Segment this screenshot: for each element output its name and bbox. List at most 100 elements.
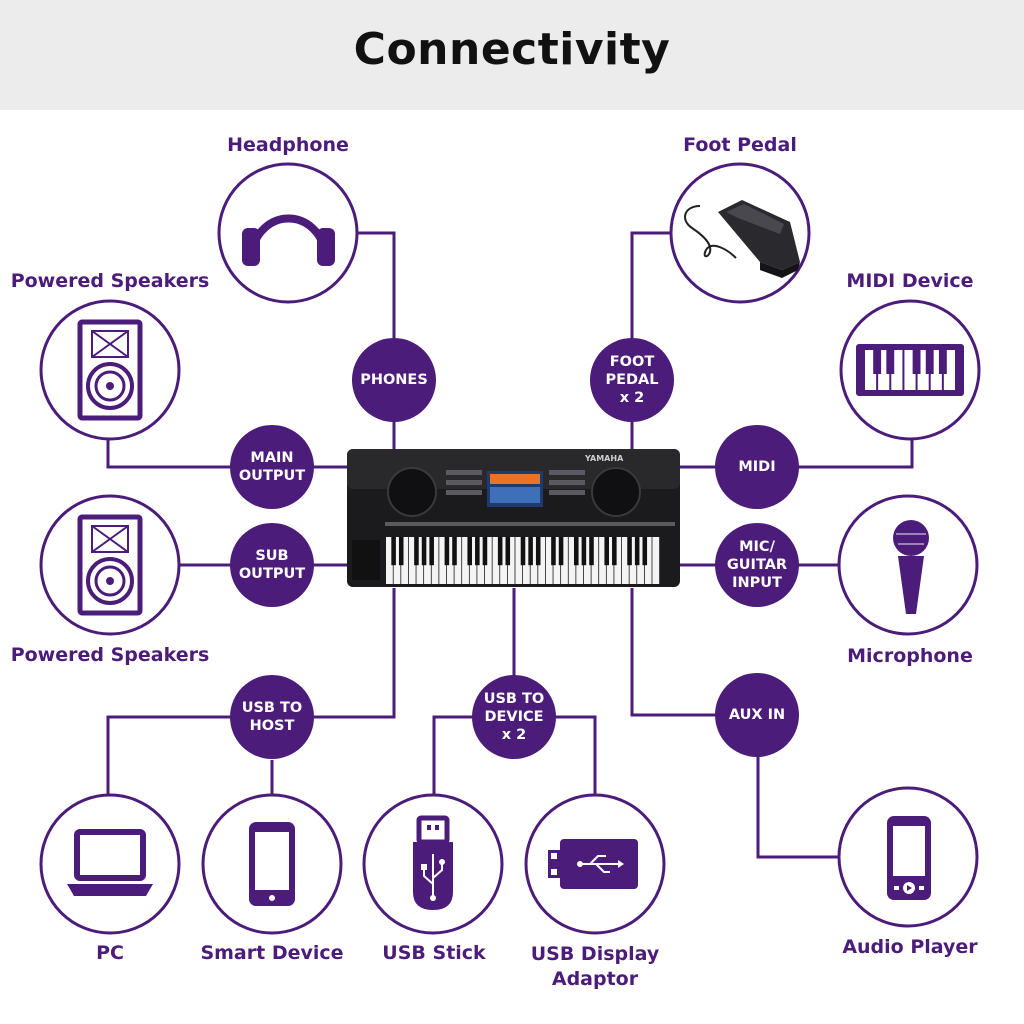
label-usb-stick: USB Stick — [382, 942, 486, 964]
black-key — [444, 537, 450, 566]
label-pc: PC — [96, 942, 124, 964]
white-key — [561, 537, 568, 584]
laptop-icon — [67, 829, 153, 896]
white-key — [515, 537, 523, 584]
white-key — [446, 537, 454, 584]
label-smart-device: Smart Device — [200, 942, 344, 964]
black-key — [398, 537, 404, 566]
black-key — [528, 537, 533, 566]
white-key — [568, 537, 576, 584]
midi-white-key — [930, 350, 942, 390]
white-key — [393, 537, 401, 584]
keyboard-instrument: YAMAHA — [347, 449, 680, 587]
microphone-icon — [893, 520, 929, 614]
white-key — [538, 537, 546, 584]
black-key — [535, 537, 541, 566]
midi-black-key — [912, 350, 921, 374]
white-key — [637, 537, 644, 584]
midi-white-key — [943, 350, 955, 390]
midi-white-key — [865, 350, 877, 390]
label-midi-device: MIDI Device — [846, 270, 974, 292]
speaker-icon-top — [77, 319, 143, 421]
white-key — [545, 537, 553, 584]
black-key — [558, 537, 564, 566]
black-key — [581, 537, 587, 566]
label-audio-player: Audio Player — [842, 936, 978, 958]
black-key — [634, 537, 640, 566]
label-usb-display-adaptor: USB Display Adaptor — [530, 943, 660, 990]
midi-keyboard-icon — [856, 344, 964, 396]
midi-black-key — [925, 350, 934, 374]
midi-black-key — [873, 350, 882, 374]
white-key — [507, 537, 515, 584]
white-key — [500, 537, 507, 584]
midi-black-key — [938, 350, 947, 374]
audio-player-icon — [887, 816, 931, 900]
white-key — [614, 537, 622, 584]
port-midi: MIDI — [738, 459, 776, 475]
port-circles — [230, 338, 799, 759]
black-key — [551, 537, 556, 566]
white-key — [644, 537, 652, 584]
label-microphone: Microphone — [847, 645, 973, 667]
white-key — [652, 537, 660, 584]
black-key — [475, 537, 480, 566]
midi-black-key — [886, 350, 895, 374]
black-key — [482, 537, 488, 566]
port-foot-pedal: FOOT PEDAL x 2 — [605, 354, 659, 406]
black-key — [604, 537, 610, 566]
speaker-icon-bottom — [77, 514, 143, 616]
keyboard-brand: YAMAHA — [584, 454, 624, 463]
port-usb-to-host: USB TO HOST — [241, 700, 303, 734]
black-key — [452, 537, 457, 566]
label-powered-speakers-top: Powered Speakers — [10, 270, 210, 292]
foot-pedal-icon — [684, 200, 800, 278]
black-key — [612, 537, 617, 566]
port-usb-to-device: USB TO DEVICE x 2 — [483, 691, 545, 743]
white-key — [416, 537, 424, 584]
page-title: Connectivity — [353, 24, 671, 75]
usb-stick-icon — [413, 815, 453, 910]
white-key — [477, 537, 485, 584]
white-key — [591, 537, 599, 584]
white-key — [629, 537, 637, 584]
white-key — [583, 537, 591, 584]
white-key — [621, 537, 629, 584]
midi-white-key — [878, 350, 890, 390]
black-key — [642, 537, 648, 566]
white-key — [454, 537, 462, 584]
usb-display-adaptor-icon — [548, 839, 638, 889]
white-key — [492, 537, 500, 584]
left-speaker-grille — [387, 467, 437, 517]
white-key — [439, 537, 447, 584]
white-key — [386, 537, 393, 584]
white-key — [599, 537, 606, 584]
black-keys — [391, 537, 648, 566]
white-key — [401, 537, 409, 584]
white-key — [576, 537, 584, 584]
port-aux-in: AUX IN — [728, 707, 786, 723]
port-sub-output: SUB OUTPUT — [238, 548, 306, 582]
white-key — [462, 537, 469, 584]
black-key — [505, 537, 511, 566]
smartphone-icon — [249, 822, 295, 906]
port-mic-guitar-input: MIC/ GUITAR INPUT — [726, 539, 788, 591]
black-key — [497, 537, 503, 566]
port-phones: PHONES — [360, 372, 428, 388]
black-key — [421, 537, 427, 566]
white-key — [484, 537, 492, 584]
white-key — [530, 537, 538, 584]
port-main-output: MAIN OUTPUT — [238, 450, 306, 484]
white-keys — [386, 537, 660, 584]
header-bar — [0, 0, 1024, 110]
midi-white-key — [891, 350, 903, 390]
white-key — [606, 537, 614, 584]
label-foot-pedal: Foot Pedal — [683, 134, 797, 156]
black-key — [573, 537, 579, 566]
white-key — [408, 537, 416, 584]
white-key — [523, 537, 530, 584]
black-key — [589, 537, 594, 566]
headphone-icon — [242, 214, 335, 266]
black-key — [520, 537, 526, 566]
